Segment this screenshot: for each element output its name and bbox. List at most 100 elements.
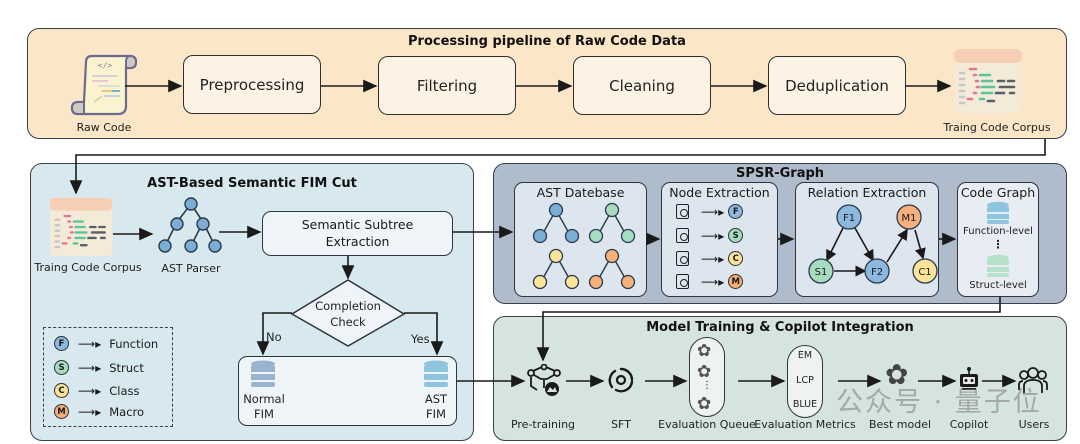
relation-label-c1: C1 (918, 267, 931, 278)
check-label-line1: Completion (315, 299, 381, 313)
subtree-label-line2: Extraction (325, 234, 390, 249)
function-level-label: Function-level (963, 226, 1033, 237)
normal-fim-database-icon (251, 360, 275, 387)
ast-parser-tree-icon (158, 197, 222, 253)
completion-check-label: Completion Check (290, 298, 406, 330)
yes-branch-label: Yes (411, 332, 430, 346)
preprocessing-step: Preprocessing (183, 55, 321, 114)
class-badge: C (54, 383, 69, 398)
sft-cycle-icon (608, 367, 634, 393)
arrow-right-icon: ⟶▸ (701, 274, 725, 289)
node-row-class: ⟶▸ C (676, 251, 744, 266)
arrow-right-icon: ⟶▸ (701, 228, 725, 243)
relation-label-f2: F2 (871, 267, 883, 278)
node-row-macro: ⟶▸ M (676, 274, 744, 289)
training-corpus-label-top: Traing Code Corpus (943, 121, 1051, 134)
model-icon: ✿ (697, 362, 712, 382)
arrow-right-icon: ⟶▸ (78, 336, 102, 351)
node-extraction-title: Node Extraction (669, 185, 770, 200)
legend-function: F ⟶▸ Function (54, 336, 158, 351)
ast-fim-database-icon (424, 360, 448, 387)
ast-parser-label: AST Parser (161, 262, 221, 275)
completion-check-diamond (290, 279, 406, 347)
legend-label: Function (109, 336, 159, 351)
ast-fim-line1: AST (424, 392, 448, 406)
no-branch-label: No (266, 330, 282, 344)
arrow-right-icon: ⟶▸ (78, 404, 102, 419)
relation-node-s1 (808, 258, 834, 284)
watermark-text: 公众号 · 量子位 (836, 387, 1042, 418)
evaluation-metrics-label: Evaluation Metrics (754, 418, 856, 431)
relation-label-s1: S1 (815, 267, 828, 278)
relation-extraction-title: Relation Extraction (807, 185, 927, 200)
legend-macro: M ⟶▸ Macro (54, 404, 144, 419)
check-label-line2: Check (330, 315, 366, 329)
fim-cut-title: AST-Based Semantic FIM Cut (147, 176, 357, 191)
spsr-title: SPSR-Graph (735, 166, 825, 181)
model-icon: ✿ (697, 341, 712, 361)
document-search-icon (676, 251, 689, 266)
document-search-icon (676, 274, 689, 289)
function-level-database-icon (987, 201, 1009, 224)
best-model-label: Best model (868, 418, 932, 431)
subtree-label-line1: Semantic Subtree (301, 217, 414, 232)
function-badge: F (54, 336, 69, 351)
legend-label: Struct (109, 360, 144, 375)
sft-label: SFT (611, 418, 631, 431)
arrow-right-icon: ⟶▸ (701, 204, 725, 219)
node-type-legend (43, 327, 173, 427)
metric-em: EM (797, 350, 813, 361)
code-graph-ellipsis: ⋮ (992, 238, 1004, 251)
relation-label-m1: M1 (902, 213, 917, 224)
copilot-label: Copilot (949, 418, 989, 431)
legend-label: Class (109, 383, 140, 398)
training-corpus-label-fim: Traing Code Corpus (34, 261, 142, 274)
relation-node-c1 (912, 258, 938, 284)
legend-label: Macro (109, 404, 145, 419)
ast-fim-line2: FIM (426, 407, 446, 421)
macro-node-badge: M (728, 274, 744, 289)
struct-node-badge: S (728, 228, 744, 243)
arrow-right-icon: ⟶▸ (78, 383, 102, 398)
copilot-robot-icon (960, 367, 978, 390)
struct-badge: S (54, 360, 69, 375)
node-row-function: ⟶▸ F (676, 204, 744, 219)
normal-fim-line2: FIM (254, 407, 274, 421)
raw-code-label: Raw Code (76, 121, 132, 134)
evaluation-queue-label: Evaluation Queue (658, 418, 756, 431)
relation-node-m1 (896, 204, 922, 230)
struct-level-database-icon (987, 254, 1009, 277)
arrow-right-icon: ⟶▸ (78, 360, 102, 375)
macro-badge: M (54, 404, 69, 419)
users-group-icon (1018, 367, 1048, 393)
filtering-step: Filtering (378, 56, 516, 115)
model-icon: ✿ (697, 394, 712, 414)
ast-database-trees (532, 202, 636, 290)
metric-lcp: LCP (796, 375, 814, 386)
document-search-icon (676, 228, 689, 243)
ast-database-title: AST Datebase (536, 185, 625, 200)
relation-node-f1 (836, 204, 862, 230)
relation-graph: F1 M1 S1 F2 C1 (808, 204, 938, 284)
pretraining-network-icon (527, 364, 561, 396)
metric-blue: BLUE (792, 399, 818, 410)
document-search-icon (676, 204, 689, 219)
training-corpus-icon (954, 49, 1022, 113)
legend-class: C ⟶▸ Class (54, 383, 140, 398)
arrow-right-icon: ⟶▸ (701, 251, 725, 266)
pretraining-label: Pre-training (510, 418, 576, 431)
users-label: Users (1018, 418, 1050, 431)
relation-node-f2 (864, 258, 890, 284)
legend-struct: S ⟶▸ Struct (54, 360, 144, 375)
raw-code-scroll-icon: </> (70, 54, 138, 116)
struct-level-label: Struct-level (969, 280, 1027, 291)
cleaning-step: Cleaning (573, 56, 711, 115)
normal-fim-label: Normal FIM (238, 392, 290, 422)
ast-fim-label: AST FIM (414, 392, 458, 422)
training-corpus-icon-fim (50, 197, 112, 257)
semantic-subtree-extraction-box: Semantic Subtree Extraction (262, 211, 453, 256)
code-graph-title: Code Graph (960, 185, 1036, 200)
deduplication-step: Deduplication (768, 56, 906, 115)
node-row-struct: ⟶▸ S (676, 228, 744, 243)
function-node-badge: F (728, 204, 744, 219)
